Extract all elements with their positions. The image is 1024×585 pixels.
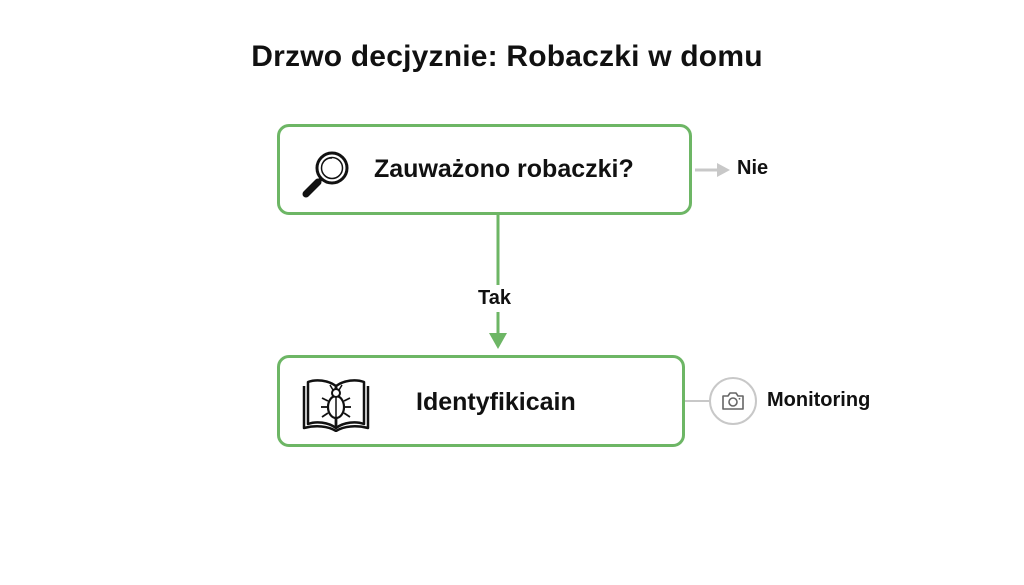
magnifier-icon	[300, 147, 354, 206]
no-arrowhead	[717, 163, 730, 177]
question-node: Zauważono robaczki?	[277, 124, 692, 215]
book-bug-icon	[302, 374, 370, 437]
identification-node: Identyfikicain	[277, 355, 685, 447]
yes-edge-label: Tak	[478, 287, 511, 309]
camera-icon	[709, 377, 757, 425]
yes-arrowhead	[489, 333, 507, 349]
no-edge-label: Nie	[737, 157, 769, 179]
monitoring-label: Monitoring	[767, 389, 871, 411]
identification-node-label: Identyfikicain	[416, 388, 576, 416]
question-node-label: Zauważono robaczki?	[374, 155, 634, 183]
page-title: Drzwo decjyznie: Robaczki w domu	[251, 40, 763, 73]
